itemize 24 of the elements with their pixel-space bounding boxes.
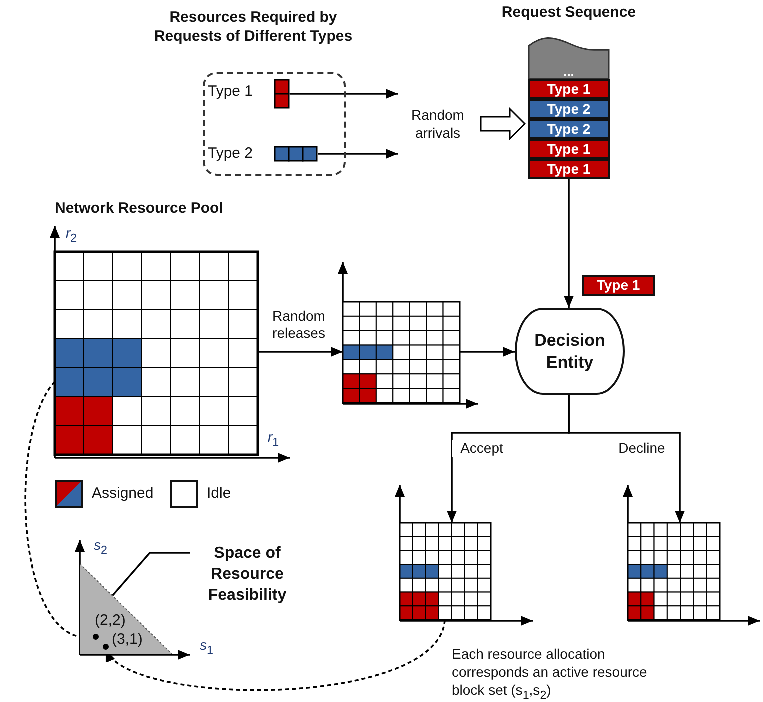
request-type-label: Type 1 (208, 83, 254, 100)
decision-terminal: Decision Entity (515, 308, 625, 395)
request-item: Type 2 (528, 99, 610, 119)
axis-label: r$_{2}$ (66, 224, 78, 247)
request-item: Type 1 (582, 275, 655, 296)
request-item: Type 1 (528, 79, 610, 99)
request-type-label: Type 2 (208, 145, 254, 162)
annotation-text: Random arrivals (398, 84, 478, 164)
section-heading: Network Resource Pool (55, 200, 224, 217)
section-heading: Request Sequence (500, 4, 638, 21)
axis-label: s$_{1}$ (200, 636, 214, 659)
point-label: (3,1) (112, 631, 143, 648)
axis-label: r$_{1}$ (268, 428, 280, 451)
axis-label: s$_{2}$ (94, 536, 108, 559)
group-heading: Resources Required by Requests of Different Types (153, 8, 354, 46)
annotation-heading: Space of Resource Feasibility (190, 543, 305, 607)
legend-label: Idle (207, 485, 232, 502)
request-item: Type 1 (528, 139, 610, 159)
point-label: (2,2) (95, 612, 126, 629)
legend-label: Assigned (92, 485, 154, 502)
request-item: Type 2 (528, 119, 610, 139)
note-text: Each resource allocation corresponds an active resource block set (s$_{1}$,s$_{2}$) (452, 645, 648, 702)
ellipsis-text: ... (562, 65, 576, 79)
request-item: Type 1 (528, 159, 610, 179)
